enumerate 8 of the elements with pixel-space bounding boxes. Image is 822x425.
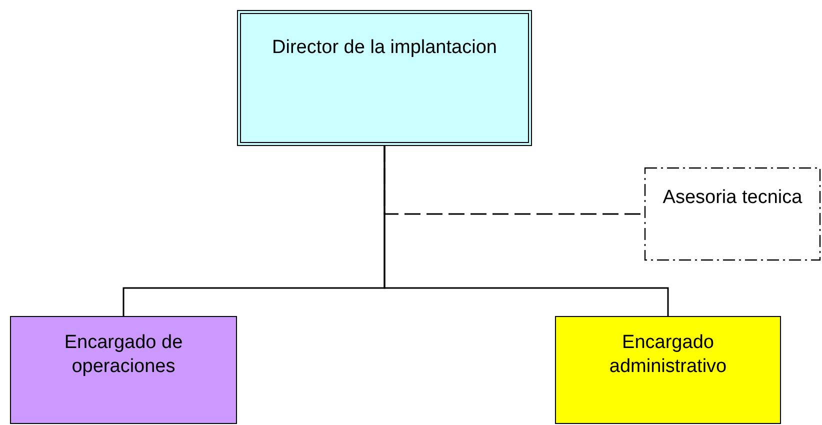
box-label: Encargado administrativo xyxy=(608,331,728,379)
org-box xyxy=(237,10,532,146)
box-label: Director de la implantacion xyxy=(272,36,497,60)
connector-line xyxy=(384,146,669,316)
box-label: Encargado de operaciones xyxy=(63,331,184,379)
box-label: Asesoria tecnica xyxy=(662,186,802,210)
org-box xyxy=(10,316,237,424)
org-box xyxy=(555,316,781,424)
